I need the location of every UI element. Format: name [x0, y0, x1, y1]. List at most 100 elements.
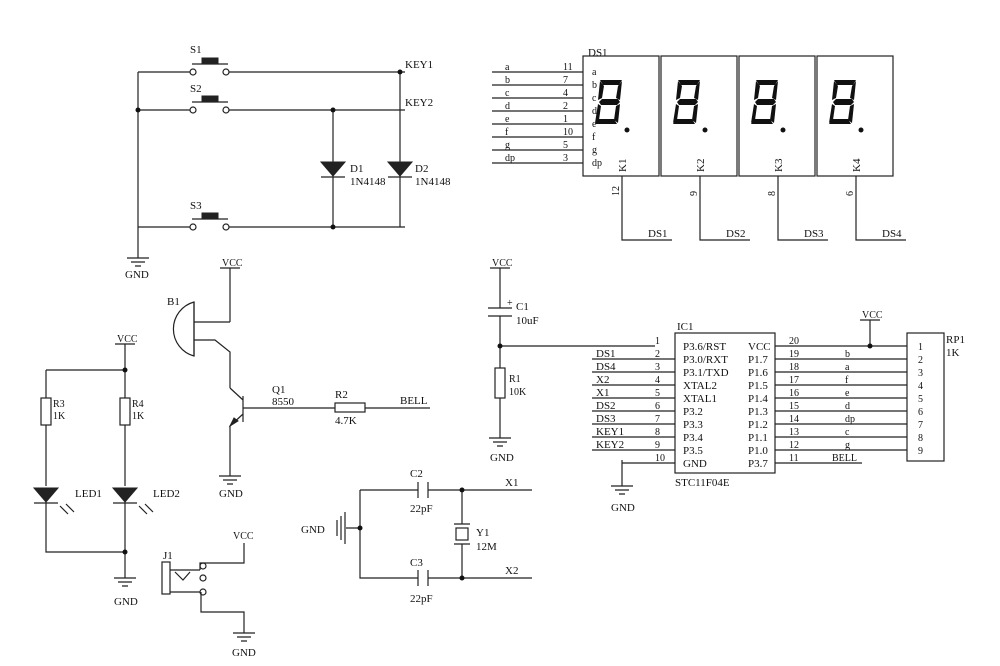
switch-s3-label: S3	[190, 200, 202, 212]
net-key2-label: KEY2	[405, 97, 433, 109]
ic-left-pin-net: DS2	[596, 400, 616, 412]
ic-left-pin-net: DS1	[596, 348, 616, 360]
diode-d1-value: 1N4148	[350, 176, 386, 188]
key-switch-section: S1 S2 S3 KEY1 KEY2 D1 1N4148 D2 1N4148 G…	[125, 44, 451, 281]
digit-decimal-point	[702, 127, 708, 133]
ic-right-pin-number: 20	[789, 336, 799, 347]
rp1-pin-number: 6	[918, 407, 923, 418]
digit-segment	[829, 104, 835, 123]
ic-right-pin-net: dp	[845, 414, 855, 425]
digit-segment	[614, 104, 620, 123]
ic-left-pin-net: KEY2	[596, 439, 624, 451]
crystal-y1-value: 12M	[476, 541, 497, 553]
digit-select-line	[621, 176, 672, 241]
ic-left-pin-number: 6	[655, 401, 660, 412]
ic-right-pin-number: 17	[789, 375, 799, 386]
digit-segment	[829, 119, 851, 124]
ic-left-pin-net: DS3	[596, 413, 616, 425]
digit-net-label: DS4	[882, 228, 902, 240]
ic-left-pin-number: 2	[655, 349, 660, 360]
vcc-label-reset: VCC	[492, 258, 513, 269]
led-section: VCC R3 1K R4 1K LED1 LED2 GND	[32, 334, 180, 608]
vcc-label-buzzer: VCC	[222, 258, 243, 269]
ic-left-pin-function: XTAL2	[683, 380, 717, 392]
ic-right-pin-number: 16	[789, 388, 799, 399]
ic1-part-label: STC11F04E	[675, 477, 730, 489]
digit-segment	[595, 119, 617, 124]
ic-right-pin-function: P1.4	[748, 393, 768, 405]
segment-letter-label: f	[592, 132, 596, 143]
transistor-q1-value: 8550	[272, 396, 295, 408]
resistor-r4-value: 1K	[132, 411, 145, 422]
ic-left-pin-number: 8	[655, 427, 660, 438]
crystal-section: GND C2 22pF C3 22pF Y1 12M X1 X2	[301, 468, 532, 605]
ic-right-pin-net: g	[845, 440, 850, 451]
ic-right-pin-net: d	[845, 401, 850, 412]
segment-name-label: g	[505, 140, 510, 151]
segment-pin-number: 3	[563, 153, 568, 164]
segment-pin-number: 10	[563, 127, 573, 138]
digit-decimal-point	[624, 127, 630, 133]
segment-pin-number: 4	[563, 88, 568, 99]
segment-pin-number: 5	[563, 140, 568, 151]
transistor-q1-ref: Q1	[272, 384, 285, 396]
rp1-pin-number: 4	[918, 381, 923, 392]
rp1-ref: RP1	[946, 334, 965, 346]
segment-name-label: dp	[505, 153, 515, 164]
cap-c3-value: 22pF	[410, 593, 433, 605]
segment-name-label: b	[505, 75, 510, 86]
cap-c2-ref: C2	[410, 468, 423, 480]
switch-s2-label: S2	[190, 83, 202, 95]
ic-left-pin-function: P3.4	[683, 432, 703, 444]
ic-left-pin-number: 10	[655, 453, 665, 464]
digit-segment	[755, 99, 776, 105]
ic-left-pin-net: KEY1	[596, 426, 624, 438]
digit-segment	[754, 81, 760, 100]
digit-select-line	[855, 176, 906, 241]
digit-segment	[770, 104, 776, 123]
segment-pin-number: 7	[563, 75, 568, 86]
cap-c1-ref: C1	[516, 301, 529, 313]
cap-c3-ref: C3	[410, 557, 423, 569]
ic-left-pin-function: P3.1/TXD	[683, 367, 729, 379]
cap-c1-value: 10uF	[516, 315, 539, 327]
ic-left-pin-function: XTAL1	[683, 393, 717, 405]
ic-left-pin-net: X1	[596, 387, 609, 399]
ic-right-pin-net: c	[845, 427, 850, 438]
segment-pin-number: 1	[563, 114, 568, 125]
ic-right-pin-function: P1.2	[748, 419, 768, 431]
digit-net-label: DS1	[648, 228, 668, 240]
resistor-r3-value: 1K	[53, 411, 66, 422]
ic-left-pin-function: P3.3	[683, 419, 703, 431]
ic-right-pin-number: 11	[789, 453, 799, 464]
resistor-r4-ref: R4	[132, 399, 144, 410]
ic-right-pin-net: a	[845, 362, 850, 373]
ic-right-pin-function: P1.6	[748, 367, 768, 379]
diode-d2-value: 1N4148	[415, 176, 451, 188]
cap-c1-plus: +	[507, 298, 513, 309]
segment-name-label: a	[505, 62, 510, 73]
gnd-label-reset: GND	[490, 452, 514, 464]
net-x2-label: X2	[505, 565, 518, 577]
buzzer-section: VCC B1 Q1 8550 R2 4.7K BELL GND	[167, 258, 430, 500]
gnd-label-ic: GND	[611, 502, 635, 514]
ic-right-pin-net: e	[845, 388, 850, 399]
digit-segment	[772, 81, 778, 100]
segment-letter-label: dp	[592, 158, 602, 169]
ic-left-pin-function: P3.6/RST	[683, 341, 726, 353]
ic-right-pin-number: 13	[789, 427, 799, 438]
digit-net-label: DS2	[726, 228, 746, 240]
digit-segment	[694, 81, 700, 100]
ic-right-pin-function: P1.7	[748, 354, 768, 366]
ic-right-pin-function: P1.0	[748, 445, 768, 457]
digit-decimal-point	[780, 127, 786, 133]
segment-letter-label: c	[592, 93, 597, 104]
digit-pin-number: 9	[689, 191, 700, 196]
led2-label: LED2	[153, 488, 180, 500]
cap-c2-value: 22pF	[410, 503, 433, 515]
segment-name-label: c	[505, 88, 510, 99]
rp1-pin-number: 2	[918, 355, 923, 366]
